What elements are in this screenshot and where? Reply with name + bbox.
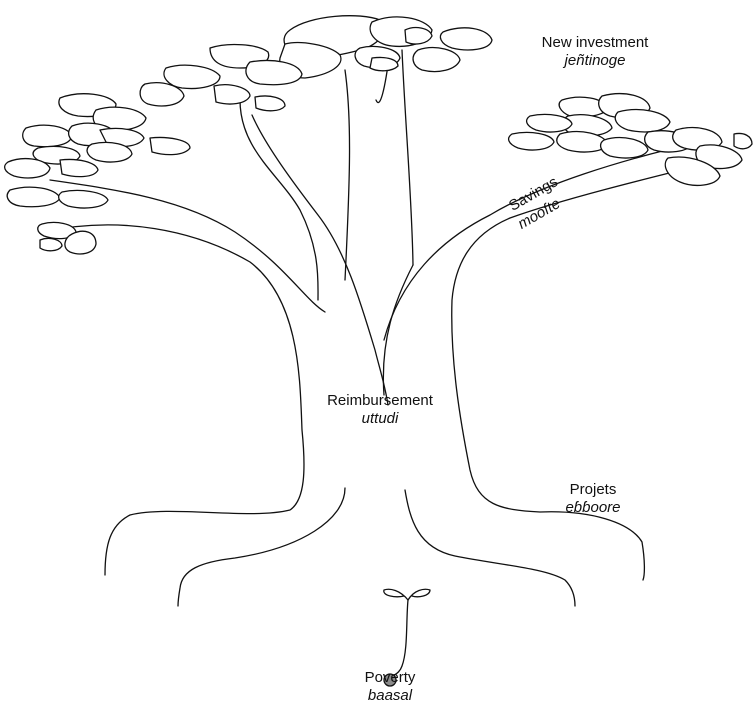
label-poverty-fulfulde: baasal [345, 687, 435, 705]
label-new-investment-english: New investment [520, 34, 670, 52]
label-reimbursement-english: Reimbursement [310, 392, 450, 410]
label-new-investment-fulfulde: jeñtinoge [520, 52, 670, 70]
label-projects: Projets eɓɓoore [548, 481, 638, 517]
label-poverty-english: Poverty [345, 669, 435, 687]
label-projects-fulfulde: eɓɓoore [548, 499, 638, 517]
label-reimbursement-fulfulde: uttudi [310, 410, 450, 428]
tree-trunk [43, 50, 730, 606]
label-reimbursement: Reimbursement uttudi [310, 392, 450, 428]
label-projects-english: Projets [548, 481, 638, 499]
label-new-investment: New investment jeñtinoge [520, 34, 670, 70]
label-poverty: Poverty baasal [345, 669, 435, 705]
